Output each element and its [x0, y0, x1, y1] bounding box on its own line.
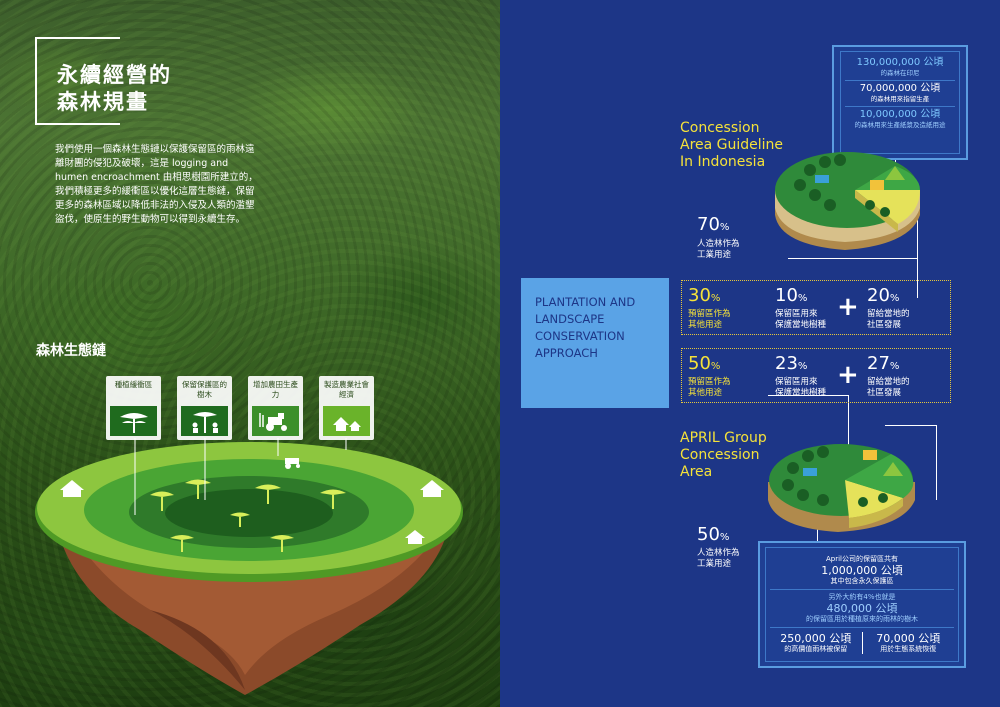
- data-panel: 130,000,000 公頃 的森林在印尼 70,000,000 公頃 的森林用…: [500, 0, 1000, 707]
- flow-box-buffer: 種植緩衝區: [106, 376, 161, 440]
- april-reserve-pct: 50%: [688, 353, 721, 374]
- acacia-tree-icon: [110, 406, 157, 436]
- stat-desc: 的森林用來生產紙漿及造紙用途: [854, 121, 946, 129]
- april-plantation-pct: 50%: [697, 524, 730, 545]
- stat-desc: 的森林用來指留生產: [870, 95, 930, 103]
- stat-value: 10,000,000 公頃: [859, 109, 941, 120]
- indonesia-plantation-desc: 人造林作為 工業用途: [697, 239, 740, 260]
- ecosystem-island-illustration: [35, 438, 463, 695]
- april-allocation-row: [681, 348, 951, 403]
- connector-line: [768, 395, 848, 495]
- april-stats-value1: 1,000,000 公頃: [821, 564, 903, 577]
- forest-photo-panel: 永續經營的 森林規畫 我們使用一個森林生態鏈以保護保留區的雨林遠離財團的侵犯及破…: [0, 0, 500, 707]
- flow-box-economy: 製造農業社會經濟: [319, 376, 374, 440]
- page-title: 永續經營的 森林規畫: [57, 63, 172, 114]
- april-stats-box: April公司的保留區共有 1,000,000 公頃 其中包含永久保護區 另外大…: [758, 541, 966, 668]
- flow-box-farm: 增加農田生產力: [248, 376, 303, 440]
- intro-paragraph: 我們使用一個森林生態鏈以保護保留區的雨林遠離財團的侵犯及破壞，這是 loggin…: [55, 144, 258, 225]
- guideline-allocation-row: [681, 280, 951, 335]
- guideline-reserve-pct: 30%: [688, 285, 721, 306]
- plus-sign: +: [837, 292, 859, 322]
- stat-value: 70,000,000 公頃: [859, 83, 941, 94]
- approach-box: PLANTATION AND LANDSCAPE CONSERVATION AP…: [521, 278, 669, 408]
- flow-label: 製造農業社會經濟: [324, 380, 369, 399]
- tractor-icon: [252, 406, 299, 436]
- april-stats-desc2: 的保留區用於種植原來的雨林的樹木: [806, 615, 918, 623]
- connector-line: [848, 395, 849, 455]
- indonesia-stats-box: 130,000,000 公頃 的森林在印尼 70,000,000 公頃 的森林用…: [832, 45, 968, 160]
- april-stats-line2: 另外大約有4%也就是: [828, 593, 896, 601]
- april-plantation-desc: 人造林作為 工業用途: [697, 548, 740, 569]
- guideline-reserve-desc: 預留區作為 其他用途: [688, 309, 731, 330]
- title-bracket: [35, 37, 120, 125]
- april-stats-split-desc: 的高價值雨林被保留: [784, 645, 848, 653]
- flow-label: 保留保護區的樹木: [182, 380, 227, 399]
- flow-label: 增加農田生產力: [253, 380, 298, 399]
- indonesia-land-illustration: [775, 152, 920, 250]
- flow-label: 種植緩衝區: [114, 380, 153, 389]
- village-icon: [323, 406, 370, 436]
- stat-value: 130,000,000 公頃: [856, 57, 944, 68]
- april-community-desc: 留給當地的 社區發展: [867, 377, 910, 398]
- april-stats-split-value: 250,000 公頃: [780, 632, 852, 645]
- plus-sign: +: [837, 360, 859, 390]
- april-stats-desc1: 其中包含永久保護區: [830, 577, 894, 585]
- connector-line: [885, 425, 937, 500]
- april-stats-value2: 480,000 公頃: [826, 602, 898, 615]
- flow-box-protect: 保留保護區的樹木: [177, 376, 232, 440]
- tree-people-icon: [181, 406, 228, 436]
- april-land-illustration: [768, 444, 915, 532]
- april-reserve-desc: 預留區作為 其他用途: [688, 377, 731, 398]
- april-stats-line1: April公司的保留區共有: [826, 555, 898, 563]
- april-conservation-desc: 保留區用來 保護當地樹種: [775, 377, 827, 398]
- april-community-pct: 27%: [867, 353, 900, 374]
- connector-line: [910, 215, 918, 295]
- concession-guideline-heading: Concession Area Guideline In Indonesia: [680, 120, 784, 170]
- april-concession-heading: APRIL Group Concession Area: [680, 430, 767, 480]
- guideline-conservation-pct: 10%: [775, 285, 808, 306]
- guideline-community-pct: 20%: [867, 285, 900, 306]
- april-stats-split-value: 70,000 公頃: [876, 632, 941, 645]
- ecosystem-label: 森林生態鏈: [36, 343, 106, 359]
- april-stats-split-desc: 用於生態系統恢復: [880, 645, 937, 653]
- guideline-conservation-desc: 保留區用來 保護當地樹種: [775, 309, 827, 330]
- april-conservation-pct: 23%: [775, 353, 808, 374]
- indonesia-plantation-pct: 70%: [697, 214, 730, 235]
- guideline-community-desc: 留給當地的 社區發展: [867, 309, 910, 330]
- stat-desc: 的森林在印尼: [880, 69, 920, 77]
